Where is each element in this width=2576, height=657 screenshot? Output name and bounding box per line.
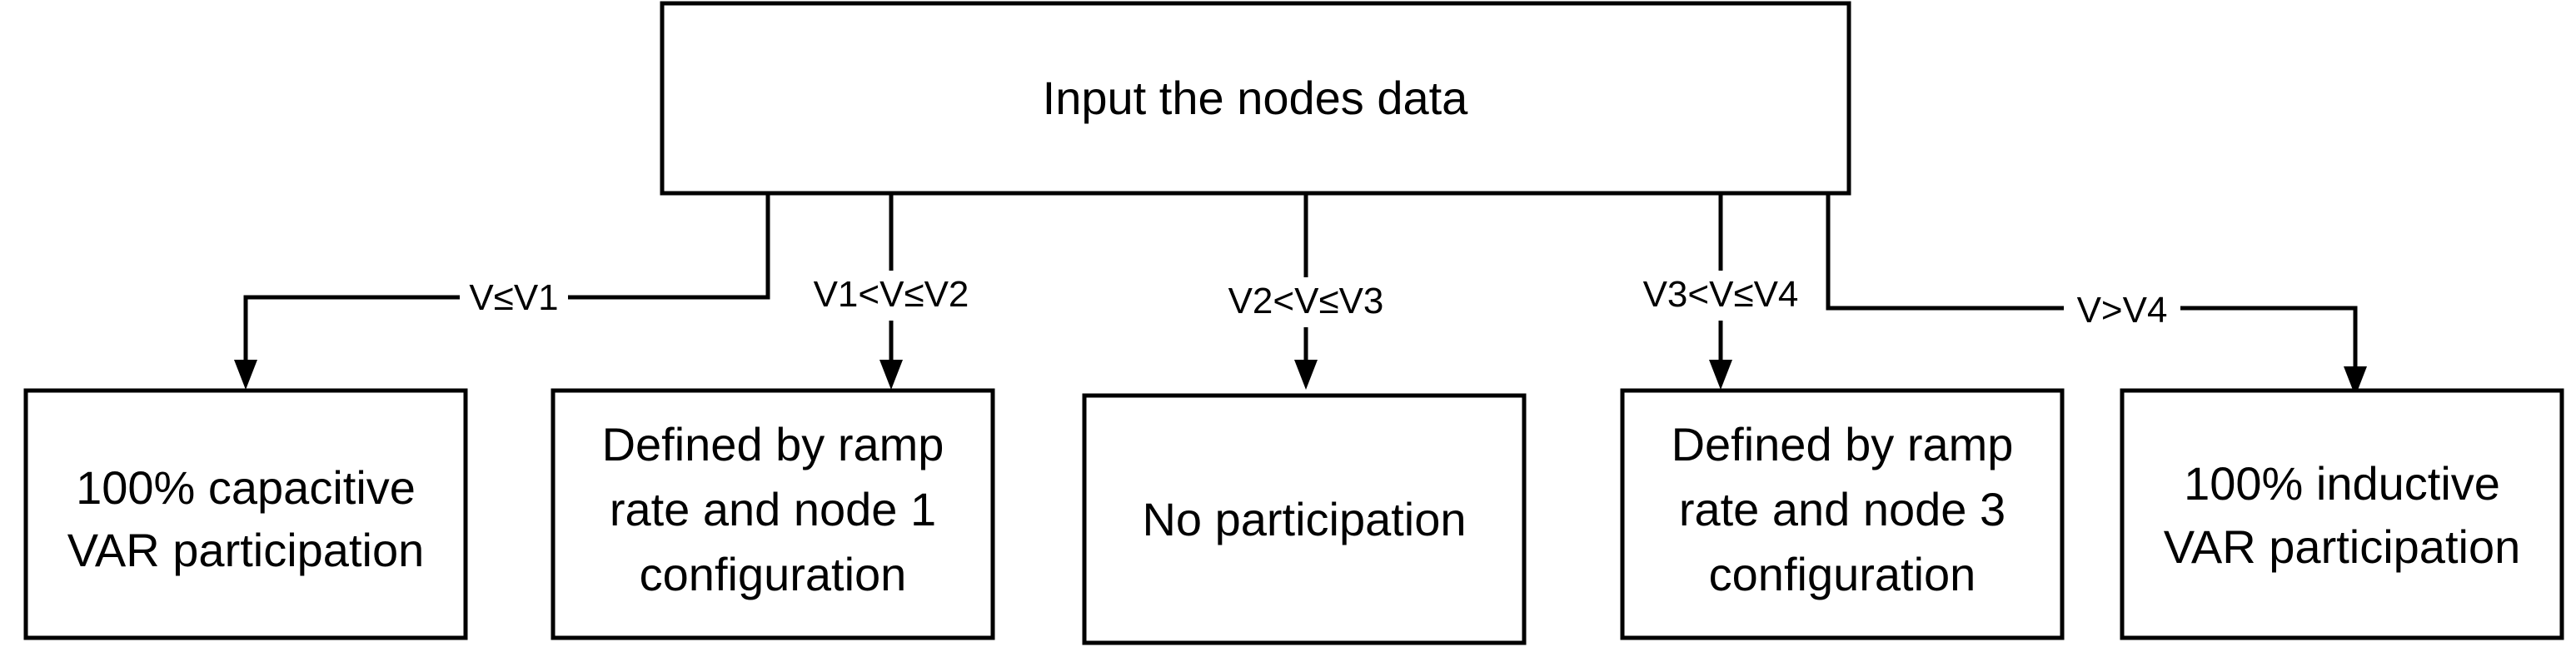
output-box-4-line-1: Defined by ramp xyxy=(1672,418,2014,470)
condition-label-5: V>V4 xyxy=(2077,290,2168,331)
arrow-head-1 xyxy=(234,360,257,390)
output-box-5-line-1: 100% inductive xyxy=(2184,457,2500,510)
input-box-label: Input the nodes data xyxy=(1043,72,1469,124)
output-box-4-line-3: configuration xyxy=(1709,548,1976,600)
output-box-1-line-2: VAR participation xyxy=(67,524,425,576)
output-box-capacitive: 100% capacitive VAR participation xyxy=(23,388,468,640)
output-box-5-line-2: VAR participation xyxy=(2164,520,2521,573)
arrow-head-5 xyxy=(2344,366,2367,396)
arrow-head-3 xyxy=(1294,360,1318,390)
output-box-1-line-1: 100% capacitive xyxy=(76,461,416,514)
arrow-head-4 xyxy=(1709,360,1732,390)
output-box-2-line-2: rate and node 1 xyxy=(610,483,936,535)
output-box-node-3: Defined by ramp rate and node 3 configur… xyxy=(1620,388,2065,640)
condition-label-1: V≤V1 xyxy=(469,277,558,318)
arrow-head-2 xyxy=(879,360,903,390)
output-box-4-line-2: rate and node 3 xyxy=(1679,483,2005,535)
condition-label-3: V2<V≤V3 xyxy=(1228,281,1384,321)
output-box-3-line-1: No participation xyxy=(1142,493,1466,545)
output-box-node-1: Defined by ramp rate and node 1 configur… xyxy=(551,388,995,640)
condition-label-4: V3<V≤V4 xyxy=(1643,274,1799,315)
input-box: Input the nodes data xyxy=(660,1,1851,196)
condition-label-2: V1<V≤V2 xyxy=(814,274,969,315)
output-box-2-line-1: Defined by ramp xyxy=(602,418,944,470)
output-box-inductive: 100% inductive VAR participation xyxy=(2120,388,2564,640)
output-box-2-line-3: configuration xyxy=(640,548,907,600)
output-box-no-participation: No participation xyxy=(1082,393,1527,645)
